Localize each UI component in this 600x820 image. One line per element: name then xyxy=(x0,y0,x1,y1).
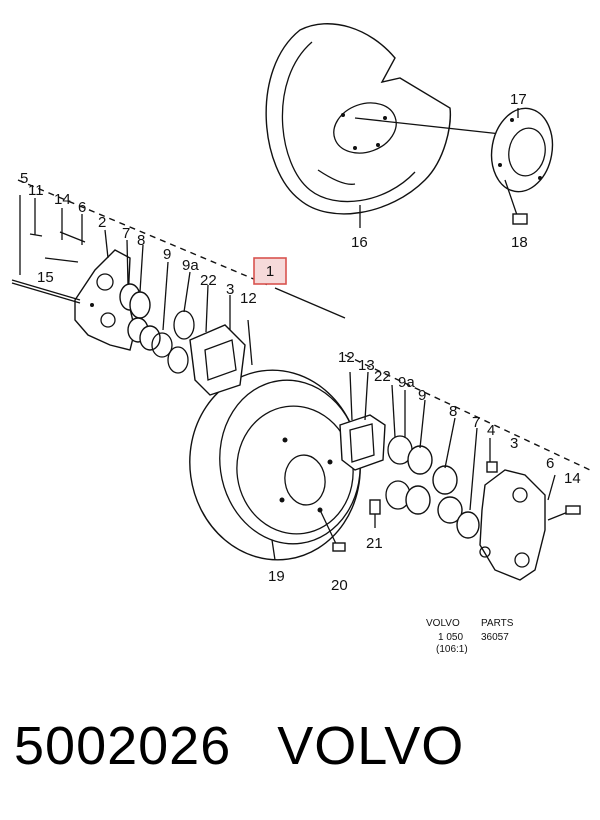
caption-brand: VOLVO xyxy=(277,716,465,776)
callout-7-right: 7 xyxy=(472,414,480,431)
part-caption: 5002026 VOLVO xyxy=(14,715,594,795)
callout-1-highlight[interactable]: 1 xyxy=(253,257,287,285)
note-parts: PARTS xyxy=(481,618,514,629)
pistons-left xyxy=(119,283,195,374)
callout-20: 20 xyxy=(331,577,348,594)
callout-12-right: 12 xyxy=(338,349,355,366)
callout-12-left: 12 xyxy=(240,290,257,307)
parts-diagram: 1 5 11 14 6 2 7 8 9 9a 22 3 12 15 16 17 … xyxy=(11,23,591,655)
note-brand: VOLVO xyxy=(426,618,460,629)
callout-9-right: 9 xyxy=(418,387,426,404)
callout-7-left: 7 xyxy=(122,225,130,242)
callout-16: 16 xyxy=(351,234,368,251)
callout-2: 2 xyxy=(98,214,106,231)
callout-22-left: 22 xyxy=(200,272,217,289)
callout-1[interactable]: 1 xyxy=(266,263,274,280)
note-code: 1 050 xyxy=(438,632,463,643)
callout-9-left: 9 xyxy=(163,246,171,263)
callout-21: 21 xyxy=(366,535,383,552)
callout-4: 4 xyxy=(487,422,495,439)
callout-3-right: 3 xyxy=(510,435,518,452)
callout-15: 15 xyxy=(37,269,54,286)
catalog-note: VOLVO PARTS 1 050 36057 (106:1) xyxy=(426,618,514,655)
callout-6-right: 6 xyxy=(546,455,554,472)
note-sub: (106:1) xyxy=(436,644,468,655)
caliper-left xyxy=(11,195,136,351)
callout-22-right: 22 xyxy=(374,368,391,385)
callout-18: 18 xyxy=(511,234,528,251)
callout-14-right: 14 xyxy=(564,470,581,487)
callout-14-left: 14 xyxy=(54,191,71,208)
caliper-right xyxy=(369,461,581,581)
callout-labels: 5 11 14 6 2 7 8 9 9a 22 3 12 15 16 17 18… xyxy=(20,91,581,594)
pad-left xyxy=(189,319,253,396)
callout-9a-left: 9a xyxy=(182,257,199,274)
leader-lines xyxy=(34,198,491,511)
dust-shield xyxy=(265,23,511,228)
callout-8-left: 8 xyxy=(137,232,145,249)
callout-11: 11 xyxy=(28,182,44,199)
hub-flange xyxy=(490,107,554,225)
callout-17: 17 xyxy=(510,91,527,108)
callout-8-right: 8 xyxy=(449,403,457,420)
pad-right xyxy=(339,371,386,471)
callout-19: 19 xyxy=(268,568,285,585)
callout-5: 5 xyxy=(20,170,28,187)
callout-3-left: 3 xyxy=(226,281,234,298)
part-number: 5002026 xyxy=(14,716,232,776)
callout-13: 13 xyxy=(358,357,375,374)
note-number: 36057 xyxy=(481,632,509,643)
pistons-right xyxy=(385,435,480,539)
callout-6-left: 6 xyxy=(78,199,86,216)
callout-9a-right: 9a xyxy=(398,374,415,391)
